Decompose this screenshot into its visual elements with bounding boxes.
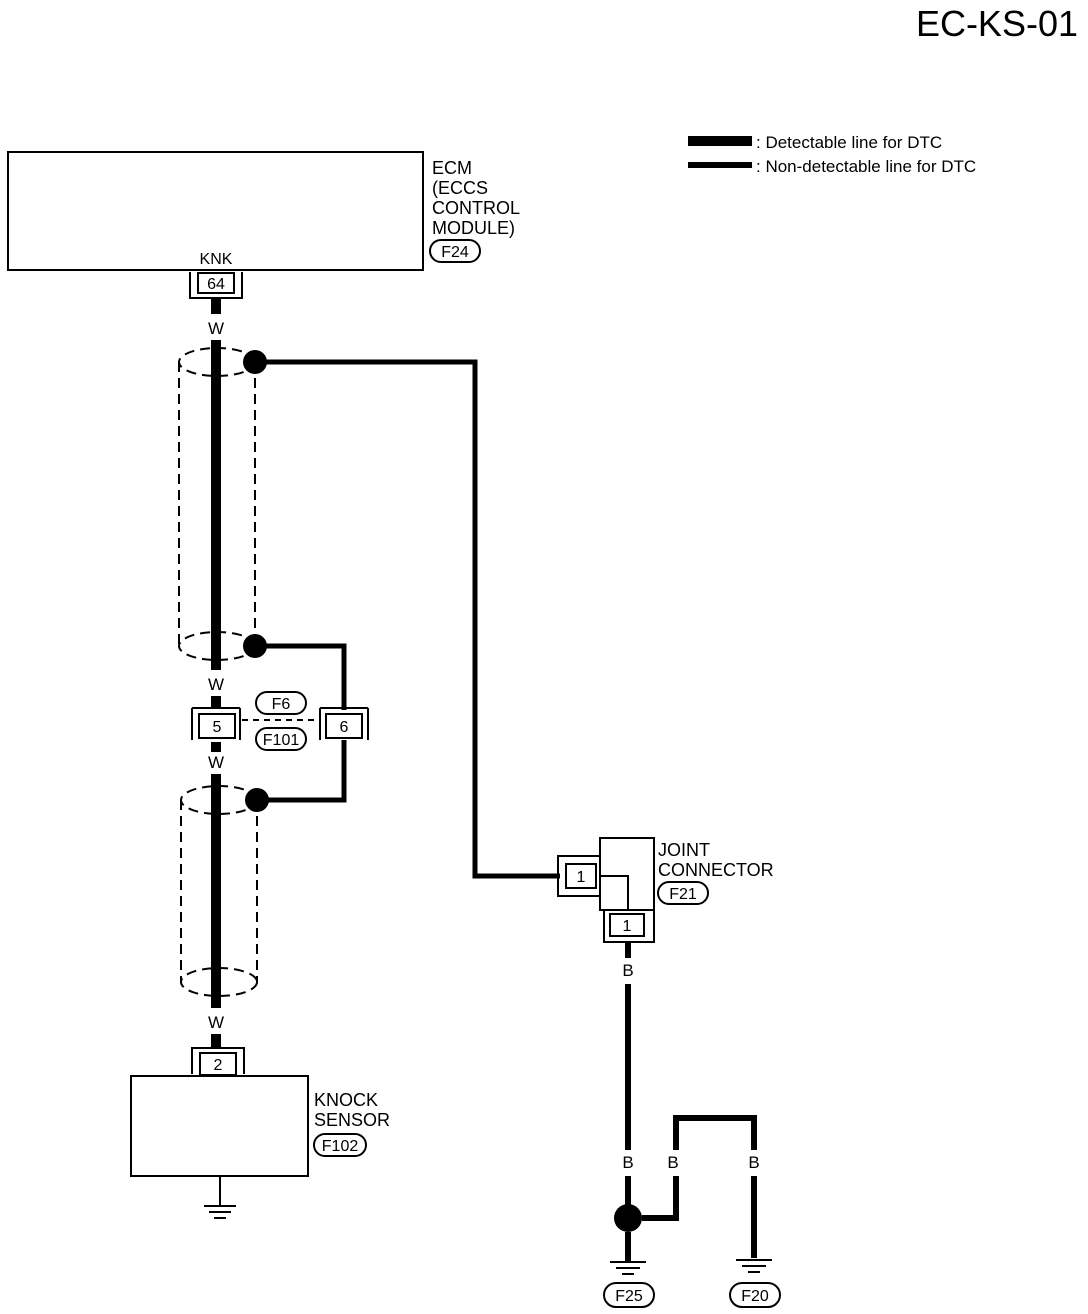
knock-sensor-label-line-1: KNOCK [314, 1090, 378, 1110]
joint-connector-pin-left: 1 [577, 869, 586, 886]
drain-wire-upper-to-joint [255, 359, 560, 879]
knock-sensor-label-line-2: SENSOR [314, 1110, 390, 1130]
wire-color-shield-upper-out: W [208, 675, 224, 694]
knock-sensor-ground-icon [204, 1176, 236, 1219]
inline-connector: 5 6 F6 F101 [191, 691, 369, 751]
ecm-label-line-2: (ECCS [432, 178, 488, 198]
legend: : Detectable line for DTC : Non-detectab… [688, 133, 976, 176]
ground-left-id: F25 [615, 1288, 643, 1305]
ground-right-icon [736, 1259, 772, 1273]
ground-wire-crossover [673, 1115, 757, 1150]
ecm-pin-number: 64 [207, 276, 225, 293]
joint-connector: 1 1 JOINT CONNECTOR F21 [557, 837, 774, 943]
joint-connector-label-line-2: CONNECTOR [658, 860, 774, 880]
inline-connector-pin-left-box [198, 713, 236, 739]
page-id: EC-KS-01 [916, 3, 1078, 44]
joint-connector-pin-bottom-box [609, 913, 645, 937]
shield-junction-lower [245, 788, 269, 812]
inline-connector-right-bracket [319, 707, 369, 740]
wire-color-ground-left: B [622, 1153, 633, 1172]
shield-junction-mid [243, 634, 267, 658]
shield-junction-upper [243, 350, 267, 374]
knock-sensor: 2 KNOCK SENSOR F102 [130, 1047, 390, 1219]
wire-color-sensor-in: W [208, 1013, 224, 1032]
ground-right-badge [729, 1282, 781, 1308]
ground-left-badge [603, 1282, 655, 1308]
inline-connector-pin-right: 6 [340, 719, 349, 736]
wire-color-shield-lower-in: W [208, 753, 224, 772]
joint-connector-badge [657, 881, 709, 905]
wire-color-ecm-out: W [208, 319, 224, 338]
ecm: ECM (ECCS CONTROL MODULE) F24 KNK 64 [7, 151, 520, 299]
inline-connector-id-top: F6 [272, 696, 291, 713]
drain-wire-pin6-to-lower [257, 740, 347, 803]
joint-connector-label-line-1: JOINT [658, 840, 710, 860]
joint-connector-internal-link [600, 875, 629, 910]
drain-wire-mid-to-pin6 [255, 643, 347, 710]
inline-connector-pin-right-box [325, 713, 363, 739]
ground-wire-to-right [642, 1176, 679, 1221]
knock-sensor-box [130, 1075, 309, 1177]
ground-right-id: F20 [741, 1288, 769, 1305]
ecm-terminal-name: KNK [200, 251, 233, 268]
ecm-box [7, 151, 424, 271]
wire-color-ground-mid: B [667, 1153, 678, 1172]
knock-sensor-connector-badge [313, 1133, 367, 1157]
ecm-connector-id: F24 [441, 244, 469, 261]
joint-connector-id: F21 [669, 886, 697, 903]
joint-connector-pin-bottom: 1 [623, 918, 632, 935]
inline-connector-left-bracket [191, 707, 241, 740]
ecm-connector-badge [429, 239, 481, 263]
legend-detectable-swatch [688, 136, 752, 146]
inline-connector-pin-left: 5 [213, 719, 222, 736]
shield-drain-wires [255, 359, 560, 879]
legend-non-detectable-label: : Non-detectable line for DTC [756, 157, 976, 176]
joint-connector-pin-left-box [565, 863, 597, 889]
ecm-label-line-4: MODULE) [432, 218, 515, 238]
ecm-label-line-1: ECM [432, 158, 472, 178]
wire-color-ground-right: B [748, 1153, 759, 1172]
ground-junction [614, 1204, 642, 1232]
ecm-label-line-3: CONTROL [432, 198, 520, 218]
inline-connector-id-bottom: F101 [263, 732, 300, 749]
knock-sensor-connector-id: F102 [322, 1138, 359, 1155]
wire-color-joint-out: B [622, 961, 633, 980]
knock-sensor-pin-number: 2 [214, 1057, 223, 1074]
ecm-pin-box [197, 272, 235, 294]
joint-connector-left-bracket [557, 855, 600, 897]
ground-left-icon [610, 1232, 646, 1275]
inline-connector-badge-bottom [255, 727, 307, 751]
legend-detectable-label: : Detectable line for DTC [756, 133, 942, 152]
ground-wires [625, 942, 757, 1258]
knock-sensor-pin-bracket [191, 1047, 245, 1074]
legend-non-detectable-swatch [688, 162, 752, 168]
inline-connector-badge-top [255, 691, 307, 715]
